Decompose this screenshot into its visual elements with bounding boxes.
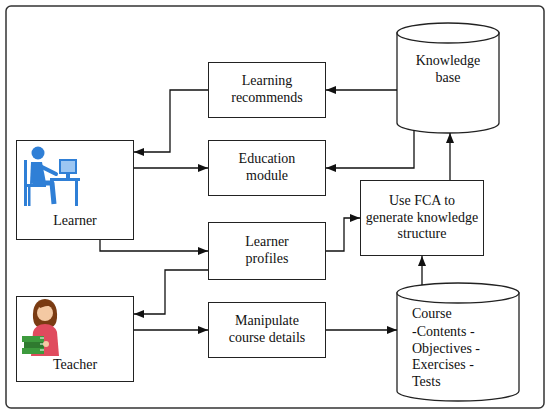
process-box: Education module [208, 140, 326, 196]
database-cylinder: Knowledge base [396, 22, 500, 134]
actor-box: Learner [16, 140, 134, 240]
flow-arrow [134, 90, 208, 152]
frame-border [6, 6, 544, 408]
node-label: Teacher [53, 357, 97, 374]
flow-arrow [326, 89, 397, 90]
database-cylinder: Course-Contents -Objectives -Exercises -… [396, 282, 520, 402]
flow-arrow [326, 218, 360, 251]
flow-arrow [134, 270, 208, 314]
node-label: Learning recommends [216, 73, 318, 106]
node-label: Learner [53, 213, 97, 230]
node-label: Learner profiles [226, 234, 308, 267]
flow-arrow [134, 167, 208, 168]
node-label: Knowledge base [408, 53, 488, 86]
flow-arrow [421, 256, 422, 285]
process-box: Learner profiles [208, 222, 326, 280]
flow-arrow [134, 329, 208, 330]
node-label: Education module [221, 151, 313, 184]
node-label: Manipulate course details [221, 313, 313, 346]
flow-arrow [449, 133, 450, 180]
process-box: Use FCA to generate knowledge structure [360, 180, 484, 256]
cylinder-body [397, 293, 519, 401]
process-box: Manipulate course details [208, 302, 326, 358]
cylinder-body [397, 33, 499, 133]
cylinder-top [397, 283, 519, 303]
node-label: Use FCA to generate knowledge structure [364, 193, 480, 243]
flow-arrow [326, 329, 397, 330]
flow-arrow [326, 130, 414, 168]
process-box: Learning recommends [208, 62, 326, 118]
node-label: Course [412, 306, 452, 323]
node-body: -Contents -Objectives -Exercises -Tests [412, 324, 496, 390]
cylinder-top [397, 23, 499, 43]
flow-arrow [100, 240, 208, 251]
actor-box: Teacher [16, 296, 134, 382]
